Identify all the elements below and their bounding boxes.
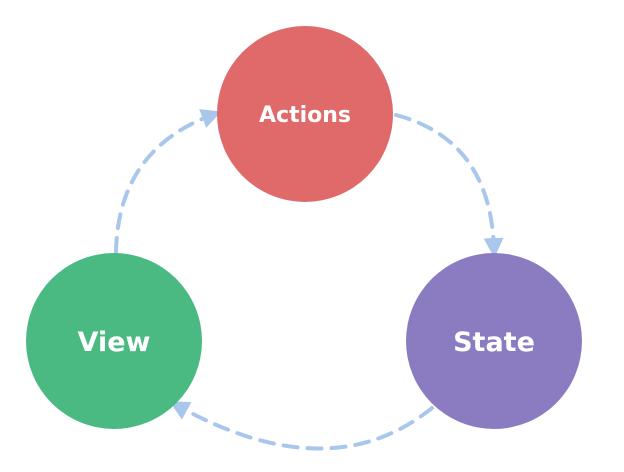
view-label: View — [78, 327, 151, 358]
state-node: State — [406, 253, 582, 429]
view-circle — [26, 253, 202, 429]
actions-label: Actions — [259, 103, 351, 128]
state-circle — [406, 253, 582, 429]
arrow-view-to-actions — [114, 109, 222, 254]
state-label: State — [453, 327, 535, 358]
view-node: View — [26, 253, 202, 429]
arrow-actions-to-state — [394, 113, 504, 258]
arrow-state-to-view — [169, 401, 434, 451]
actions-node: Actions — [217, 26, 393, 202]
actions-circle — [217, 26, 393, 202]
